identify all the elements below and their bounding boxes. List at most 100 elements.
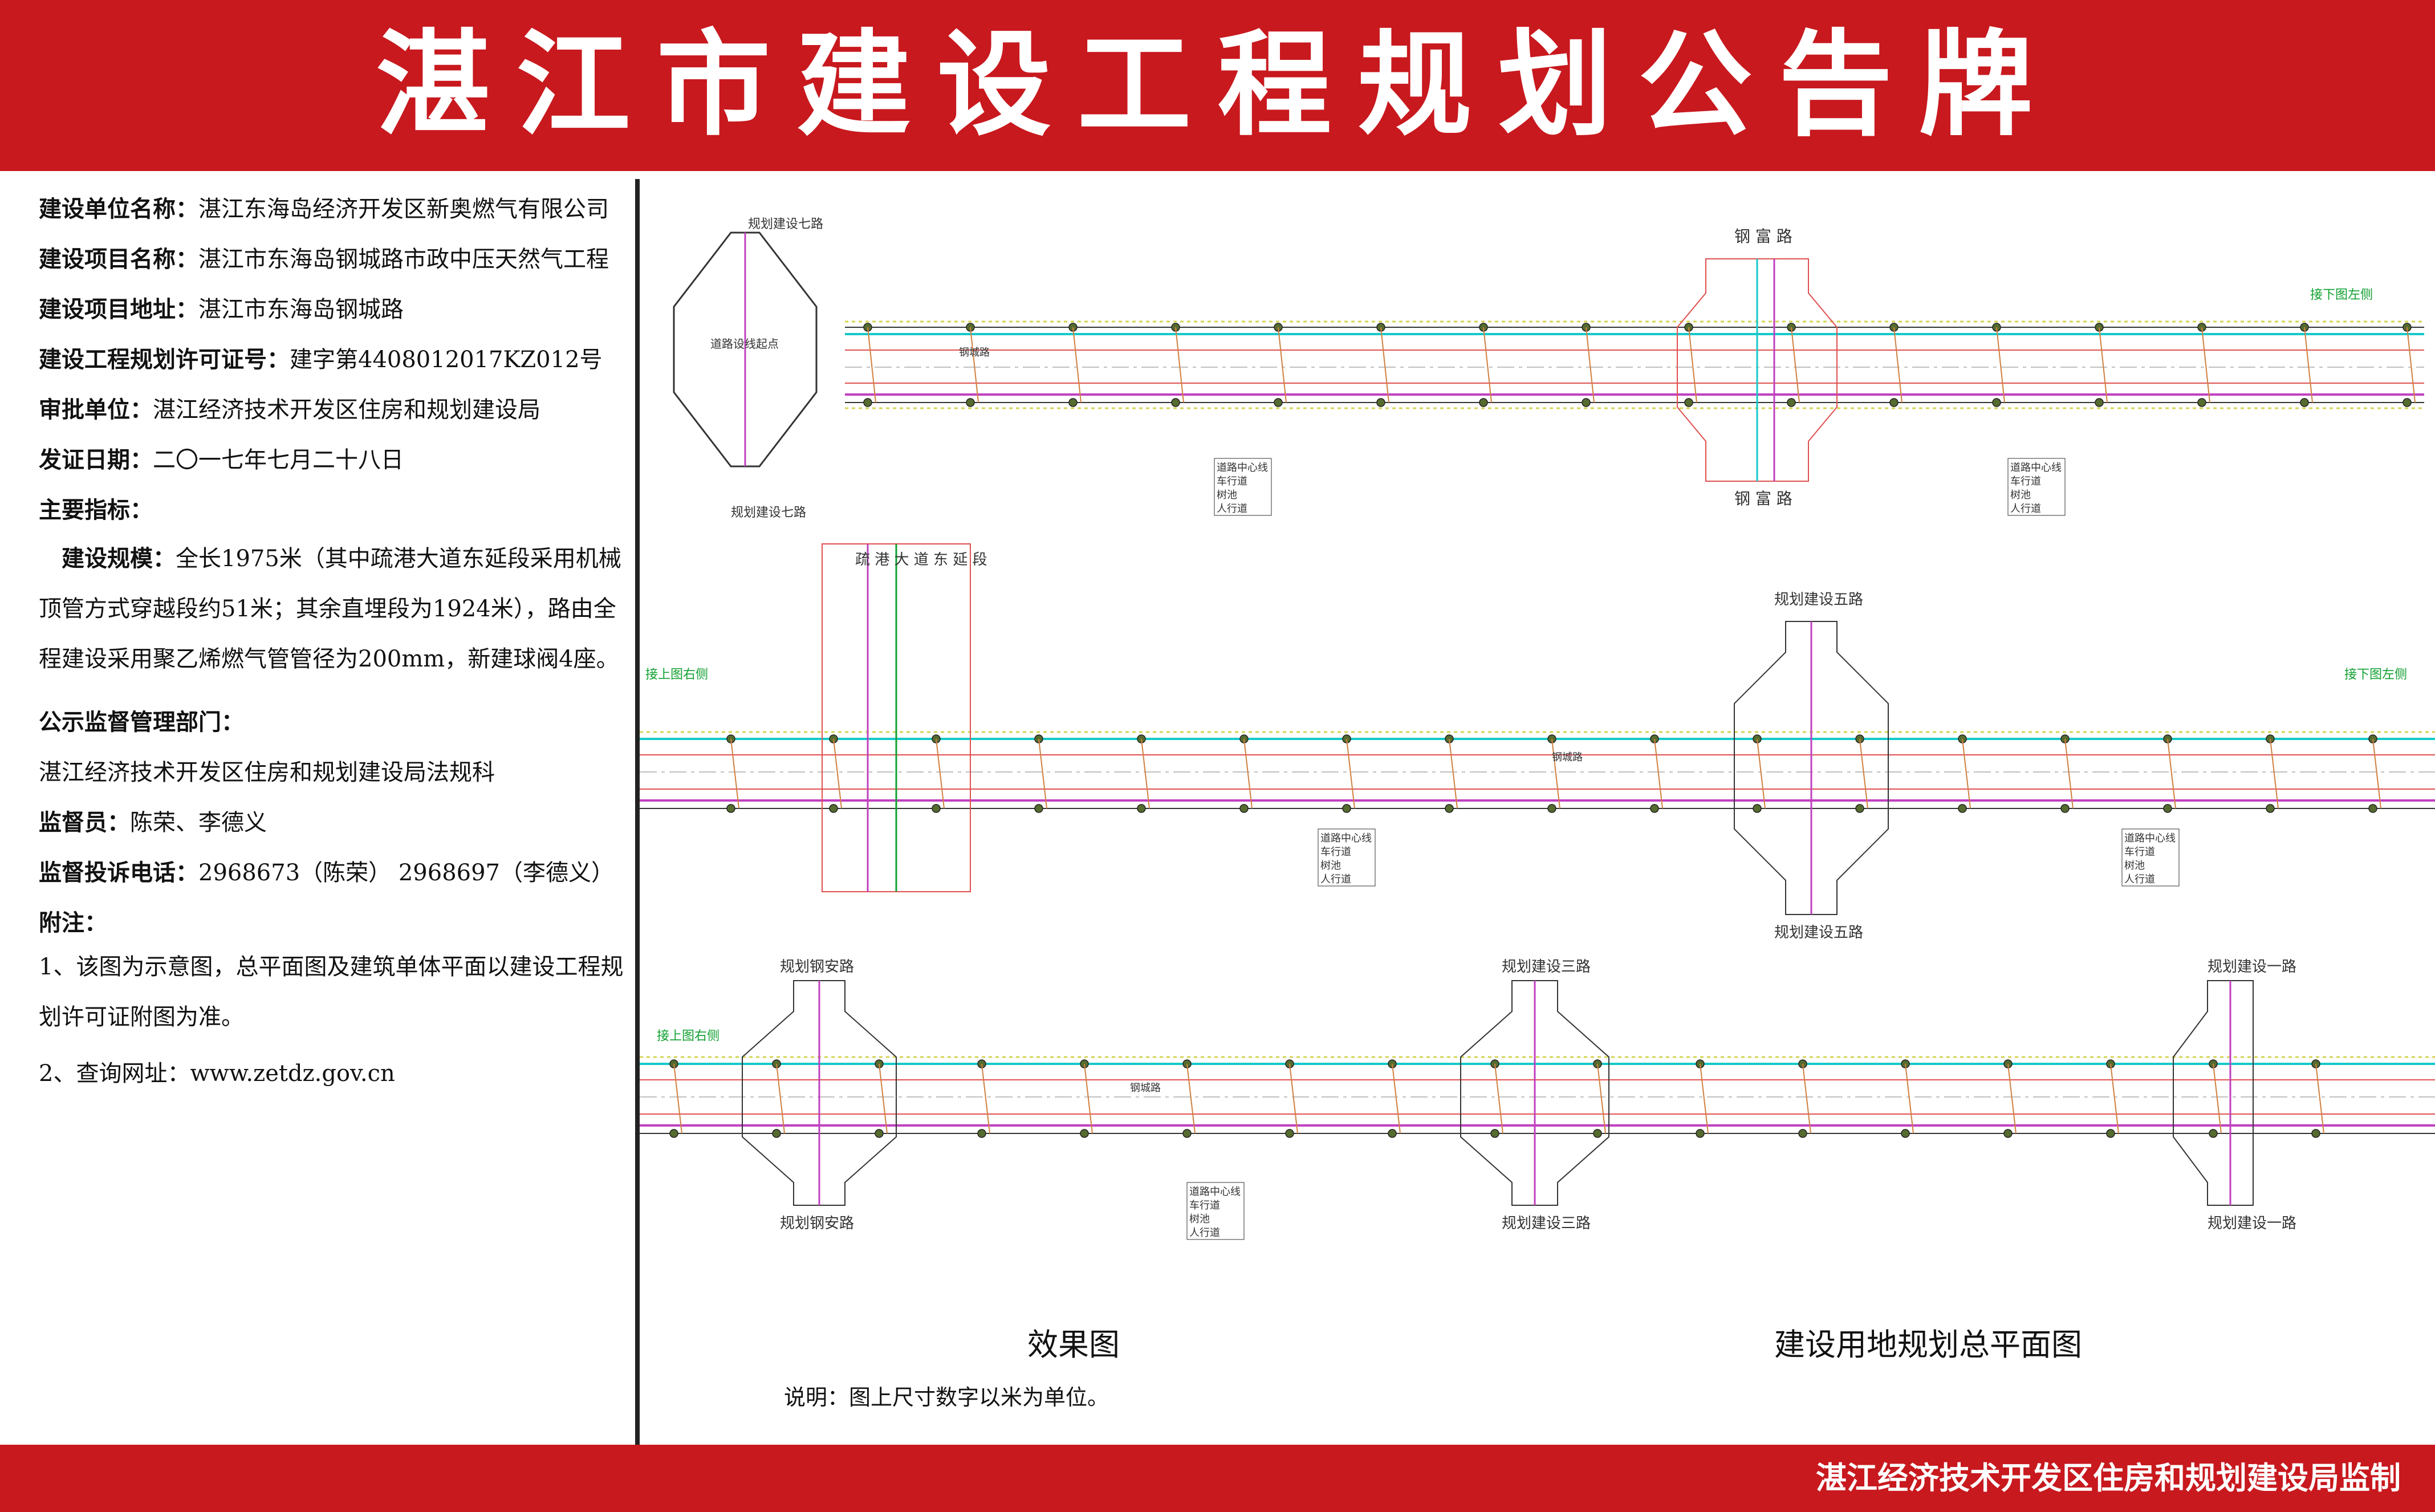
valve-marker	[1547, 804, 1556, 813]
valve-marker	[1388, 1129, 1397, 1138]
valve-marker	[1445, 804, 1454, 813]
valve-marker	[1080, 1129, 1089, 1138]
permit-value: 建字第4408012017KZ012号	[290, 347, 603, 373]
pipe-connector	[981, 1063, 990, 1134]
valve-marker	[1889, 398, 1899, 407]
pipe-connector	[1893, 327, 1903, 403]
header-banner: 湛江市建设工程规划公告牌	[0, 0, 2435, 171]
valve-marker	[1650, 804, 1659, 813]
plan-panel-3: 规划钢安路 规划钢安路 规划建设三路 规划建设三路 规划建设一路 规划建设一路 …	[640, 958, 2435, 1232]
valve-marker	[932, 804, 941, 813]
address-row: 建设项目地址：湛江市东海岛钢城路	[39, 291, 404, 324]
pipe-connector	[776, 1063, 785, 1134]
legend-item-1: 道路中心线	[2010, 462, 2062, 474]
page-title: 湛江市建设工程规划公告牌	[376, 19, 2059, 152]
pipe-connector	[1380, 327, 1389, 403]
pipe-connector	[1996, 327, 2005, 403]
legend-block-4: 道路中心线 车行道 树池 人行道	[2121, 828, 2180, 887]
legend-item-4: 人行道	[1189, 1227, 1220, 1239]
valve-marker	[1684, 398, 1693, 407]
pipe-connector	[1494, 1063, 1503, 1134]
legend-block-5: 道路中心线 车行道 树池 人行道	[1186, 1182, 1245, 1240]
pipe-connector	[2167, 738, 2176, 809]
valve-marker	[1593, 1129, 1602, 1138]
valve-marker	[966, 398, 975, 407]
road-name-label: 钢城路	[959, 347, 990, 359]
pipe-connector	[2099, 327, 2108, 403]
pipe-connector	[2315, 1063, 2324, 1134]
valve-marker	[1958, 804, 1967, 813]
pipe-connector	[1084, 1063, 1093, 1134]
connect-left-mid-label: 接下图左侧	[2344, 668, 2407, 682]
pipe-connector	[1038, 738, 1047, 809]
valve-marker	[772, 1129, 781, 1138]
permit-row: 建设工程规划许可证号：建字第4408012017KZ012号	[39, 341, 603, 374]
gangfu-bottom-label: 钢 富 路	[1734, 489, 1792, 508]
footer-text: 湛江经济技术开发区住房和规划建设局监制	[1816, 1460, 2401, 1496]
pipe-connector	[2372, 738, 2381, 809]
valve-marker	[2060, 804, 2070, 813]
valve-marker	[1171, 398, 1180, 407]
road-7-top-label: 规划建设七路	[748, 217, 823, 231]
pipe-connector	[1859, 738, 1868, 809]
shugang-label: 疏 港 大 道 东 延 段	[855, 551, 987, 568]
pipe-connector	[2064, 738, 2074, 809]
pipe-connector	[1449, 738, 1458, 809]
pipe-connector	[1688, 327, 1697, 403]
legend-item-2: 车行道	[2010, 475, 2041, 487]
valve-marker	[875, 1129, 884, 1138]
valve-marker	[2209, 1129, 2218, 1138]
approver-row: 审批单位：湛江经济技术开发区住房和规划建设局	[39, 391, 540, 424]
pipe-connector	[1141, 738, 1150, 809]
valve-marker	[1376, 398, 1385, 407]
pipe-connector	[1175, 327, 1184, 403]
valve-marker	[1582, 398, 1591, 407]
valve-marker	[829, 804, 838, 813]
legend-item-1: 道路中心线	[1320, 832, 1372, 844]
valve-marker	[1696, 1129, 1705, 1138]
drawing-note: 说明：图上尺寸数字以米为单位。	[784, 1385, 1109, 1410]
pipe-connector	[970, 327, 979, 403]
project-label: 建设项目名称：	[39, 246, 198, 273]
valve-marker	[1182, 1129, 1192, 1138]
pipe-connector	[1278, 327, 1287, 403]
legend-block-1: 道路中心线 车行道 树池 人行道	[1214, 458, 1272, 516]
supervisor-value: 陈荣、李德义	[130, 810, 267, 836]
phone-value: 2968673（陈荣） 2968697（李德义）	[198, 860, 615, 886]
valve-marker	[1068, 398, 1078, 407]
legend-item-3: 树池	[2010, 489, 2031, 501]
valve-marker	[1855, 804, 1864, 813]
legend-item-3: 树池	[2124, 860, 2145, 872]
project-row: 建设项目名称：湛江市东海岛钢城路市政中压天然气工程	[39, 241, 609, 274]
approver-label: 审批单位：	[39, 396, 153, 423]
pipe-connector	[1346, 738, 1355, 809]
pipe-connector	[2304, 327, 2313, 403]
pipe-connector	[1392, 1063, 1401, 1134]
scale-paragraph: 建设规模：全长1975米（其中疏港大道东延段采用机械顶管方式穿越段约51米；其余…	[39, 534, 632, 684]
valve-marker	[1901, 1129, 1910, 1138]
valve-marker	[2403, 398, 2412, 407]
pipe-connector	[2270, 738, 2279, 809]
connect-right-mid-label: 接上图右侧	[645, 668, 708, 682]
valve-marker	[1274, 398, 1283, 407]
pipe-connector	[2213, 1063, 2222, 1134]
valve-marker	[977, 1129, 986, 1138]
pipe-connector	[2406, 327, 2416, 403]
valve-marker	[2095, 398, 2104, 407]
pipe-connector	[1586, 327, 1595, 403]
road-3-top-label: 规划建设三路	[1502, 958, 1591, 976]
legend-item-3: 树池	[1189, 1213, 1210, 1225]
pipe-connector	[1597, 1063, 1606, 1134]
pipe-connector	[1757, 738, 1766, 809]
pipe-connector	[1289, 1063, 1298, 1134]
valve-marker	[1753, 804, 1762, 813]
pipe-connector	[1551, 738, 1560, 809]
pipe-connector	[1483, 327, 1492, 403]
unit-label: 建设单位名称：	[39, 196, 198, 222]
valve-marker	[2311, 1129, 2320, 1138]
permit-label: 建设工程规划许可证号：	[39, 346, 290, 373]
pipe-connector	[867, 327, 876, 403]
valve-marker	[2197, 398, 2206, 407]
valve-markers-panel-3	[669, 1059, 2324, 1138]
legend-item-4: 人行道	[2124, 873, 2155, 885]
